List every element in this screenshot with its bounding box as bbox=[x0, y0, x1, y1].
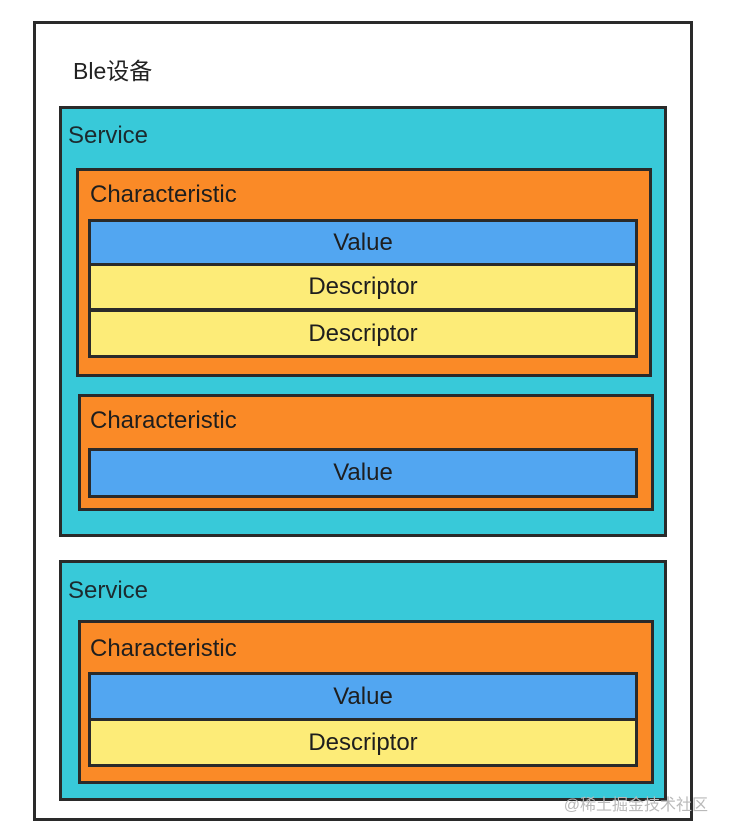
value-row-2-1: Value bbox=[88, 672, 638, 721]
characteristic-label-1-2: Characteristic bbox=[90, 407, 237, 434]
descriptor-row-2-1: Descriptor bbox=[88, 721, 638, 767]
service-label-2: Service bbox=[68, 577, 149, 604]
characteristic-label-2-1: Characteristic bbox=[90, 635, 237, 662]
characteristic-label-1-1: Characteristic bbox=[90, 181, 237, 208]
descriptor-row-1-1-b: Descriptor bbox=[88, 309, 638, 358]
descriptor-row-1-1-a: Descriptor bbox=[88, 266, 638, 311]
value-row-1-2: Value bbox=[88, 448, 638, 498]
watermark-text: @稀土掘金技术社区 bbox=[563, 797, 708, 814]
device-title: Ble设备 bbox=[73, 58, 153, 84]
value-row-1-1: Value bbox=[88, 219, 638, 266]
service-label-1: Service bbox=[68, 122, 149, 149]
